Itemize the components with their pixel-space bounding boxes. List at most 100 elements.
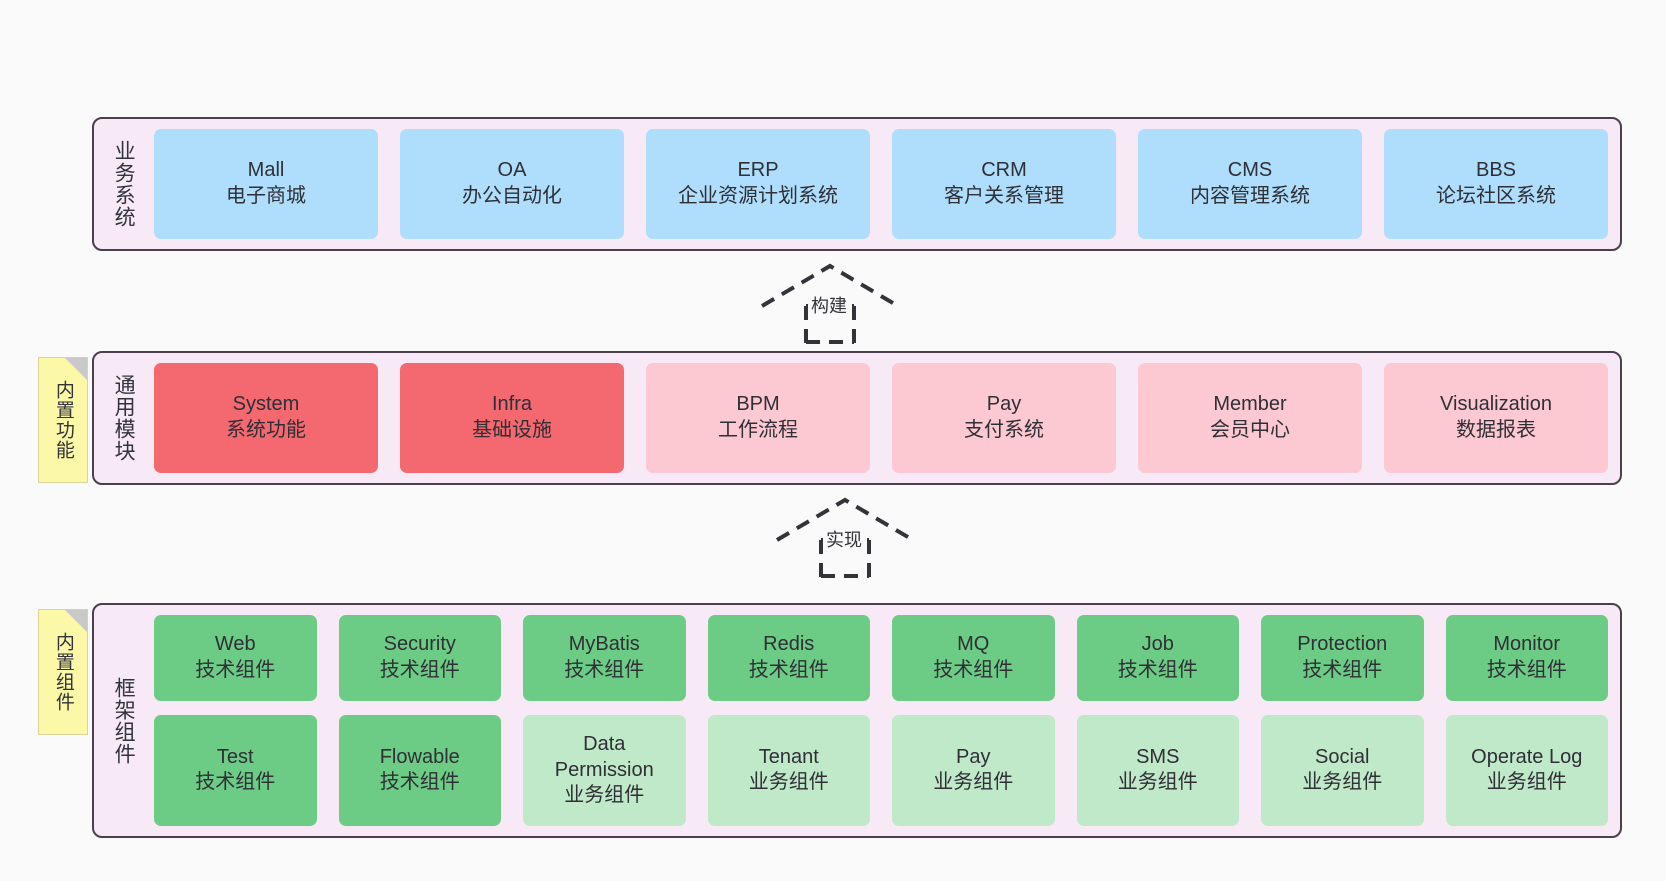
card-subtitle: 办公自动化 [462, 185, 562, 207]
card-subtitle: 业务组件 [1117, 771, 1198, 794]
card-test[interactable]: Test 技术组件 [154, 714, 317, 826]
card-title: Test [216, 745, 254, 768]
card-subtitle: 技术组件 [564, 658, 645, 681]
card-title: CMS [1227, 159, 1273, 182]
card-title: Mall [247, 159, 285, 182]
card-member[interactable]: Member 会员中心 [1138, 363, 1362, 473]
card-subtitle: 业务组件 [1486, 771, 1567, 794]
card-subtitle: 支付系统 [964, 419, 1044, 441]
card-subtitle: 电子商城 [226, 185, 306, 207]
note-builtin-components: 内置组件 [38, 609, 88, 735]
card-bpm[interactable]: BPM 工作流程 [646, 363, 870, 473]
card-sms[interactable]: SMS 业务组件 [1076, 714, 1239, 826]
layer-common-modules: 通用模块 System 系统功能 Infra 基础设施 BPM 工作流程 Pay 支付系统 Me… [92, 351, 1622, 485]
card-system[interactable]: System 系统功能 [154, 363, 378, 473]
card-subtitle: 技术组件 [748, 658, 829, 681]
card-mall[interactable]: Mall 电子商城 [154, 129, 378, 239]
card-title: OA [497, 159, 527, 182]
layer-common-title: 通用模块 [112, 374, 136, 462]
card-title: System [232, 393, 300, 416]
connector-build: 构建 [760, 262, 900, 344]
card-subtitle: 技术组件 [195, 771, 276, 794]
card-title: SMS [1136, 745, 1180, 768]
card-subtitle: 业务组件 [748, 771, 829, 794]
card-subtitle: 客户关系管理 [944, 185, 1064, 207]
card-title: BBS [1475, 159, 1517, 182]
card-title: Security [383, 633, 456, 656]
card-subtitle: 数据报表 [1456, 419, 1536, 441]
card-subtitle: 业务组件 [1302, 771, 1383, 794]
card-title: Pay [956, 745, 991, 768]
card-subtitle: 业务组件 [564, 784, 645, 807]
card-bbs[interactable]: BBS 论坛社区系统 [1384, 129, 1608, 239]
layer-common-body: System 系统功能 Infra 基础设施 BPM 工作流程 Pay 支付系统 Member 会… [140, 363, 1608, 473]
card-title: Redis [763, 633, 815, 656]
card-subtitle: 技术组件 [1486, 658, 1567, 681]
card-title: Data [583, 732, 626, 755]
card-subtitle: 技术组件 [1117, 658, 1198, 681]
card-subtitle: 系统功能 [226, 419, 306, 441]
card-title-line2: Permission [554, 758, 654, 781]
note-builtin-functions-label: 内置功能 [52, 380, 74, 460]
card-title: Pay [986, 393, 1022, 416]
card-title: Social [1315, 745, 1370, 768]
card-title: Protection [1297, 633, 1388, 656]
card-subtitle: 会员中心 [1210, 419, 1290, 441]
card-tenant[interactable]: Tenant 业务组件 [707, 714, 870, 826]
connector-implement: 实现 [775, 496, 915, 578]
card-subtitle: 技术组件 [379, 771, 460, 794]
card-pay[interactable]: Pay 支付系统 [892, 363, 1116, 473]
card-title: CRM [981, 159, 1027, 182]
card-operate-log[interactable]: Operate Log 业务组件 [1445, 714, 1608, 826]
card-title: Web [214, 633, 256, 656]
card-title: MQ [957, 633, 990, 656]
layer-business-title: 业务系统 [112, 140, 136, 228]
card-subtitle: 工作流程 [718, 419, 798, 441]
card-cms[interactable]: CMS 内容管理系统 [1138, 129, 1362, 239]
card-subtitle: 内容管理系统 [1190, 185, 1310, 207]
note-builtin-components-label: 内置组件 [52, 632, 74, 712]
card-title: BPM [736, 393, 780, 416]
card-title: Operate Log [1471, 745, 1583, 768]
card-title: ERP [737, 159, 779, 182]
card-subtitle: 技术组件 [379, 658, 460, 681]
card-title: MyBatis [568, 633, 640, 656]
card-title: Tenant [758, 745, 819, 768]
card-subtitle: 基础设施 [472, 419, 552, 441]
card-title: Infra [491, 393, 533, 416]
card-visualization[interactable]: Visualization 数据报表 [1384, 363, 1608, 473]
card-crm[interactable]: CRM 客户关系管理 [892, 129, 1116, 239]
card-subtitle: 技术组件 [1302, 658, 1383, 681]
note-builtin-functions: 内置功能 [38, 357, 88, 483]
connector-implement-label: 实现 [823, 526, 865, 552]
card-oa[interactable]: OA 办公自动化 [400, 129, 624, 239]
card-infra[interactable]: Infra 基础设施 [400, 363, 624, 473]
card-title: Monitor [1493, 633, 1561, 656]
card-pay[interactable]: Pay 业务组件 [892, 714, 1055, 826]
card-subtitle: 业务组件 [933, 771, 1014, 794]
card-social[interactable]: Social 业务组件 [1261, 714, 1424, 826]
card-subtitle: 技术组件 [195, 658, 276, 681]
card-title: Member [1213, 393, 1287, 416]
card-subtitle: 论坛社区系统 [1436, 185, 1556, 207]
card-title: Visualization [1440, 393, 1552, 416]
